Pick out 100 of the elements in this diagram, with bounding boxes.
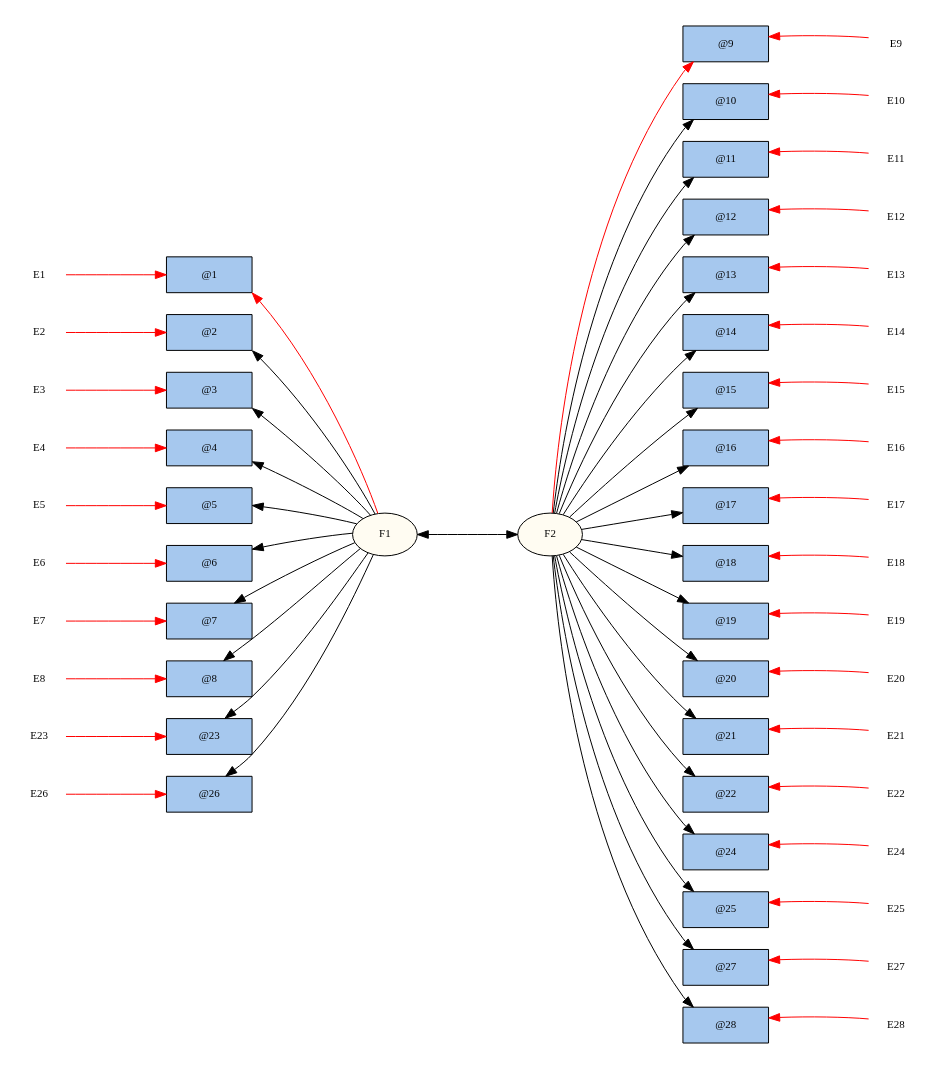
arrow bbox=[768, 262, 870, 272]
arrow bbox=[562, 553, 697, 719]
node-box: @8 bbox=[165, 660, 253, 698]
arrow bbox=[65, 385, 167, 395]
node-ellipse: F2 bbox=[517, 512, 583, 557]
arrow bbox=[575, 465, 690, 523]
node-text: E7 bbox=[33, 613, 46, 626]
arrow bbox=[416, 530, 519, 539]
arrow bbox=[223, 548, 361, 662]
node-box: @10 bbox=[682, 83, 770, 120]
arrow bbox=[558, 554, 696, 777]
arrow bbox=[768, 782, 870, 791]
arrow bbox=[768, 493, 870, 503]
node-box: @2 bbox=[165, 314, 253, 351]
arrow bbox=[768, 551, 870, 560]
arrow bbox=[65, 270, 167, 280]
node-text: E17 bbox=[887, 498, 905, 511]
node-box: @15 bbox=[682, 371, 770, 409]
arrow bbox=[251, 532, 354, 552]
arrow bbox=[556, 555, 695, 835]
node-box: @5 bbox=[165, 487, 253, 525]
node-box: @16 bbox=[682, 429, 770, 467]
arrow bbox=[225, 554, 374, 777]
node-box: @12 bbox=[682, 198, 770, 236]
node-box: @14 bbox=[682, 314, 770, 351]
arrow bbox=[556, 234, 695, 514]
node-text: E6 bbox=[33, 556, 46, 569]
node-text: E9 bbox=[889, 36, 902, 49]
node-text: E19 bbox=[887, 613, 905, 626]
arrow bbox=[251, 461, 364, 519]
arrow bbox=[768, 666, 870, 676]
node-box: @4 bbox=[165, 429, 253, 467]
node-text: E15 bbox=[887, 382, 905, 395]
arrow bbox=[768, 147, 870, 156]
node-text: E26 bbox=[30, 787, 48, 800]
node-box: @20 bbox=[682, 660, 770, 698]
arrow bbox=[251, 407, 372, 516]
arrow bbox=[65, 674, 167, 684]
node-box: @24 bbox=[682, 833, 770, 871]
arrow bbox=[65, 328, 167, 337]
arrow bbox=[575, 546, 690, 604]
node-text: E14 bbox=[887, 325, 905, 338]
arrow bbox=[554, 177, 695, 514]
arrow bbox=[65, 501, 167, 510]
node-text: E1 bbox=[33, 267, 46, 280]
node-box: @7 bbox=[165, 602, 253, 640]
arrow bbox=[65, 443, 167, 453]
node-box: @6 bbox=[165, 544, 253, 582]
arrow bbox=[569, 551, 698, 662]
arrow bbox=[233, 542, 356, 604]
node-box: @23 bbox=[165, 718, 253, 755]
node-text: E27 bbox=[887, 960, 905, 973]
arrow bbox=[554, 555, 695, 892]
node-text: E18 bbox=[887, 556, 905, 569]
node-text: E20 bbox=[887, 671, 905, 684]
arrow bbox=[581, 539, 684, 559]
arrow bbox=[558, 292, 696, 515]
node-box: @26 bbox=[165, 775, 253, 813]
arrow bbox=[251, 502, 358, 525]
node-text: E4 bbox=[33, 440, 46, 453]
node-text: E24 bbox=[887, 844, 905, 857]
node-text: E5 bbox=[33, 498, 46, 511]
arrow bbox=[768, 31, 870, 41]
node-box: @19 bbox=[682, 602, 770, 640]
arrow bbox=[562, 350, 697, 516]
node-box: @1 bbox=[165, 256, 253, 294]
node-text: E16 bbox=[887, 440, 905, 453]
node-text: E3 bbox=[33, 382, 46, 395]
arrow bbox=[65, 616, 167, 626]
node-text: E12 bbox=[887, 209, 905, 222]
arrow bbox=[251, 350, 376, 515]
arrow bbox=[251, 292, 379, 514]
node-text: E2 bbox=[33, 325, 46, 338]
arrow bbox=[768, 435, 870, 445]
arrow bbox=[224, 552, 369, 719]
node-box: @27 bbox=[682, 949, 770, 986]
node-box: @22 bbox=[682, 775, 770, 813]
arrow bbox=[569, 407, 698, 518]
node-box: @18 bbox=[682, 544, 770, 582]
arrow bbox=[768, 89, 870, 99]
node-text: E10 bbox=[887, 94, 905, 107]
arrow bbox=[768, 724, 870, 734]
node-box: @28 bbox=[682, 1006, 770, 1044]
node-text: E8 bbox=[33, 671, 46, 684]
node-ellipse: F1 bbox=[352, 512, 418, 557]
arrow bbox=[65, 789, 167, 799]
node-box: @3 bbox=[165, 371, 253, 409]
arrow bbox=[768, 839, 870, 849]
node-box: @17 bbox=[682, 487, 770, 525]
arrow bbox=[65, 559, 167, 568]
node-text: E28 bbox=[887, 1017, 905, 1030]
arrow bbox=[768, 1013, 870, 1022]
node-box: @25 bbox=[682, 891, 770, 929]
arrow bbox=[768, 955, 870, 965]
arrow bbox=[65, 732, 167, 741]
node-box: @21 bbox=[682, 718, 770, 755]
node-box: @9 bbox=[682, 25, 770, 63]
node-box: @13 bbox=[682, 256, 770, 294]
node-text: E13 bbox=[887, 267, 905, 280]
arrow bbox=[581, 510, 684, 530]
